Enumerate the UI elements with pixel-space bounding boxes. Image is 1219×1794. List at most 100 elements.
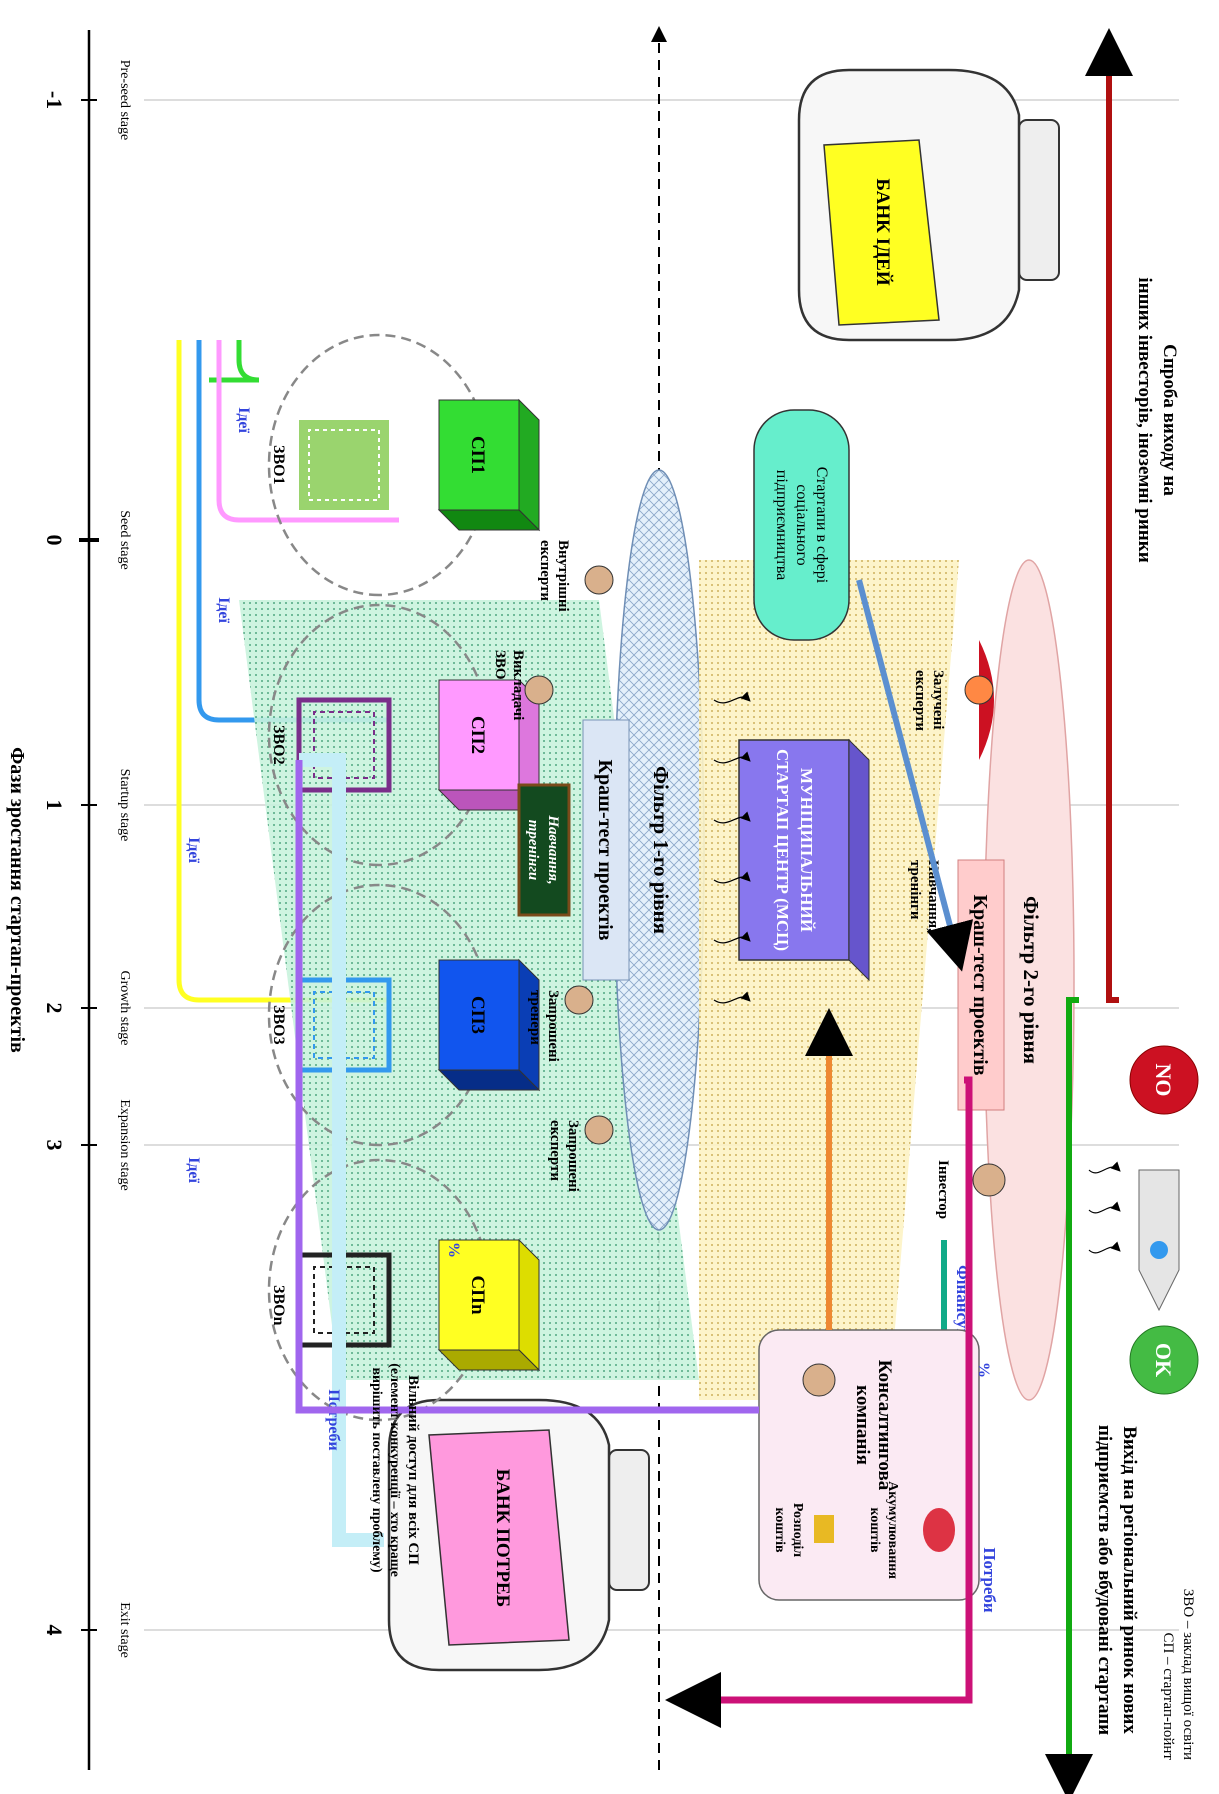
legend-sp: СП – стартап-пойнт bbox=[1160, 1632, 1176, 1760]
ideas-label-4: Ідеї bbox=[185, 1157, 202, 1183]
teacher-icon bbox=[524, 675, 554, 705]
needs-label-top: Потреби bbox=[980, 1547, 999, 1613]
sp2-label: СП2 bbox=[467, 716, 488, 754]
tick-num-seed: 0 bbox=[42, 535, 67, 546]
internal-expert-icon bbox=[584, 565, 614, 595]
consulting-title-2: компанія bbox=[852, 1385, 873, 1465]
ideas-label-1: Ідеї bbox=[235, 407, 252, 433]
accum-1: Акумулювання bbox=[885, 1481, 900, 1579]
no-text-1: Спроба виходу на bbox=[1159, 344, 1180, 496]
distrib-1: Розподіл bbox=[790, 1503, 805, 1557]
bank-ideas-label: БАНК ІДЕЙ bbox=[872, 178, 894, 285]
internal-experts-2: експерти bbox=[537, 540, 553, 601]
tick-num-exit: 4 bbox=[42, 1625, 67, 1636]
sp3-cube: СП3 bbox=[437, 958, 541, 1092]
zvo3-label: ЗВО3 bbox=[270, 1005, 287, 1045]
ok-text-1: Вихід на регіональний ринок нових bbox=[1119, 1426, 1140, 1734]
tick-num-startup: 1 bbox=[42, 800, 67, 811]
engaged-experts-1: Залучені bbox=[930, 670, 946, 729]
tick-stage-growth: Growth stage bbox=[117, 970, 132, 1045]
percent-bottom: % bbox=[445, 1242, 462, 1258]
filter1-crash-label: Краш-тест проектів bbox=[594, 759, 616, 940]
consulting-company: Консалтингова компанія Акумулювання кошт… bbox=[758, 1329, 980, 1601]
piggy-bank-icon bbox=[923, 1508, 955, 1552]
filter1-crash-box bbox=[582, 719, 630, 981]
percent-to-zvo-arrow bbox=[295, 760, 759, 1414]
msc-block: МУНІЦИПАЛЬНИЙ СТАРТАП ЦЕНТР (МСЦ) bbox=[738, 738, 870, 982]
free-access-1: Вільний доступ для всіх СП bbox=[405, 1375, 421, 1565]
axis-title: Фази зростання стартап-проектів bbox=[6, 747, 28, 1053]
filter1: Фільтр 1-го рівня Краш-тест проектів Вну… bbox=[492, 469, 705, 1231]
bank-needs-label: БАНК ПОТРЕБ bbox=[492, 1469, 513, 1607]
social-3: підприємництва bbox=[773, 470, 790, 580]
ideas-label-3: Ідеї bbox=[185, 837, 202, 863]
idea-arrow-zvo3 bbox=[196, 340, 389, 723]
tick-num-growth: 2 bbox=[42, 1003, 67, 1014]
free-access-2: (елемент конкуренції – хто краще bbox=[387, 1363, 402, 1577]
invited-trainers-1: Запрошені bbox=[545, 990, 561, 1062]
needs-finance-arrow bbox=[665, 1076, 973, 1728]
idea-labels: Ідеї Ідеї Ідеї Ідеї bbox=[185, 407, 252, 1183]
growth-axis: -1 0 1 2 3 4 Pre-seed stage Seed stage S… bbox=[6, 30, 132, 1770]
ok-badge bbox=[1129, 1325, 1199, 1395]
idea-arrow-zvon bbox=[176, 340, 389, 1003]
investor-label: Інвестор bbox=[935, 1160, 951, 1219]
teachers-2: ЗВО bbox=[492, 650, 508, 680]
tick-num-expansion: 3 bbox=[42, 1140, 67, 1151]
filter2-title: Фільтр 2-го рівня bbox=[1019, 896, 1043, 1064]
idea-arrow-zvo1 bbox=[209, 340, 260, 383]
zvo2-label: ЗВО2 bbox=[270, 725, 287, 765]
spn-cube: СПn bbox=[437, 1238, 541, 1372]
percent-consulting: % bbox=[975, 1362, 992, 1378]
consultant-icon bbox=[802, 1363, 836, 1397]
tick-stage-expansion: Expansion stage bbox=[117, 1099, 132, 1190]
outcome-no: NO Спроба виходу на інших інвесторів, ін… bbox=[1085, 28, 1199, 1115]
consulting-title-1: Консалтингова bbox=[874, 1360, 895, 1491]
legend-zvo: ЗВО – заклад вищої освіти bbox=[1180, 1589, 1196, 1760]
filter2: Фільтр 2-го рівня Краш-тест проектів Зал… bbox=[907, 559, 1075, 1401]
invited-expert-icon bbox=[584, 1115, 614, 1145]
no-text-2: інших інвесторів, іноземні ринки bbox=[1134, 277, 1155, 562]
sp1-label: СП1 bbox=[467, 436, 488, 474]
bank-ideas-jar: БАНК ІДЕЙ bbox=[797, 68, 1060, 342]
internal-experts-1: Внутрішні bbox=[555, 540, 571, 612]
tick-stage-seed: Seed stage bbox=[117, 510, 132, 569]
invited-trainers-2: тренери bbox=[527, 990, 543, 1045]
rocket-icon bbox=[1138, 1169, 1180, 1312]
bank-needs-label-bg bbox=[428, 1429, 570, 1646]
needs-to-zvo-arrow bbox=[299, 753, 384, 1547]
tick-stage-startup: Startup stage bbox=[117, 769, 132, 842]
zvo1-building-icon bbox=[299, 420, 389, 510]
filter1-title: Фільтр 1-го рівня bbox=[649, 766, 673, 934]
social-startups-cylinder bbox=[753, 409, 850, 641]
social-1: Стартапи в сфері bbox=[813, 467, 830, 584]
free-access-3: вирішить поставлену проблему) bbox=[369, 1367, 384, 1572]
coins-icon bbox=[814, 1515, 834, 1543]
tick-num-pre-seed: -1 bbox=[42, 91, 67, 109]
idea-arrows bbox=[176, 340, 399, 1003]
msc-line2: СТАРТАП ЦЕНТР (МСЦ) bbox=[773, 749, 792, 951]
bank-needs-jar: БАНК ПОТРЕБ bbox=[387, 1398, 650, 1672]
sp2-cube: СП2 bbox=[437, 678, 541, 812]
zvon-label: ЗВОn bbox=[270, 1285, 287, 1326]
social-to-filter2-arrow bbox=[856, 579, 974, 972]
idea-arrow-zvo2 bbox=[216, 340, 399, 523]
sp1-cube: СП1 bbox=[437, 398, 541, 532]
training-board-1: Навчання, bbox=[545, 814, 561, 884]
no-badge-text: NO bbox=[1151, 1064, 1176, 1097]
investor-icon bbox=[972, 1163, 1006, 1197]
no-badge bbox=[1129, 1045, 1199, 1115]
wavy-arrows bbox=[713, 691, 751, 1004]
spn-label: СПn bbox=[467, 1275, 488, 1315]
needs-label-bottom: Потреби bbox=[325, 1389, 342, 1451]
tick-stage-pre-seed: Pre-seed stage bbox=[117, 60, 132, 140]
bank-ideas-label-bg bbox=[823, 139, 940, 326]
zvo1-label: ЗВО1 bbox=[270, 445, 287, 485]
sp3-label: СП3 bbox=[467, 996, 488, 1034]
accum-2: коштів bbox=[867, 1507, 882, 1552]
filter2-exit-arrows bbox=[1088, 1161, 1121, 1254]
ok-badge-text: OK bbox=[1151, 1343, 1176, 1377]
